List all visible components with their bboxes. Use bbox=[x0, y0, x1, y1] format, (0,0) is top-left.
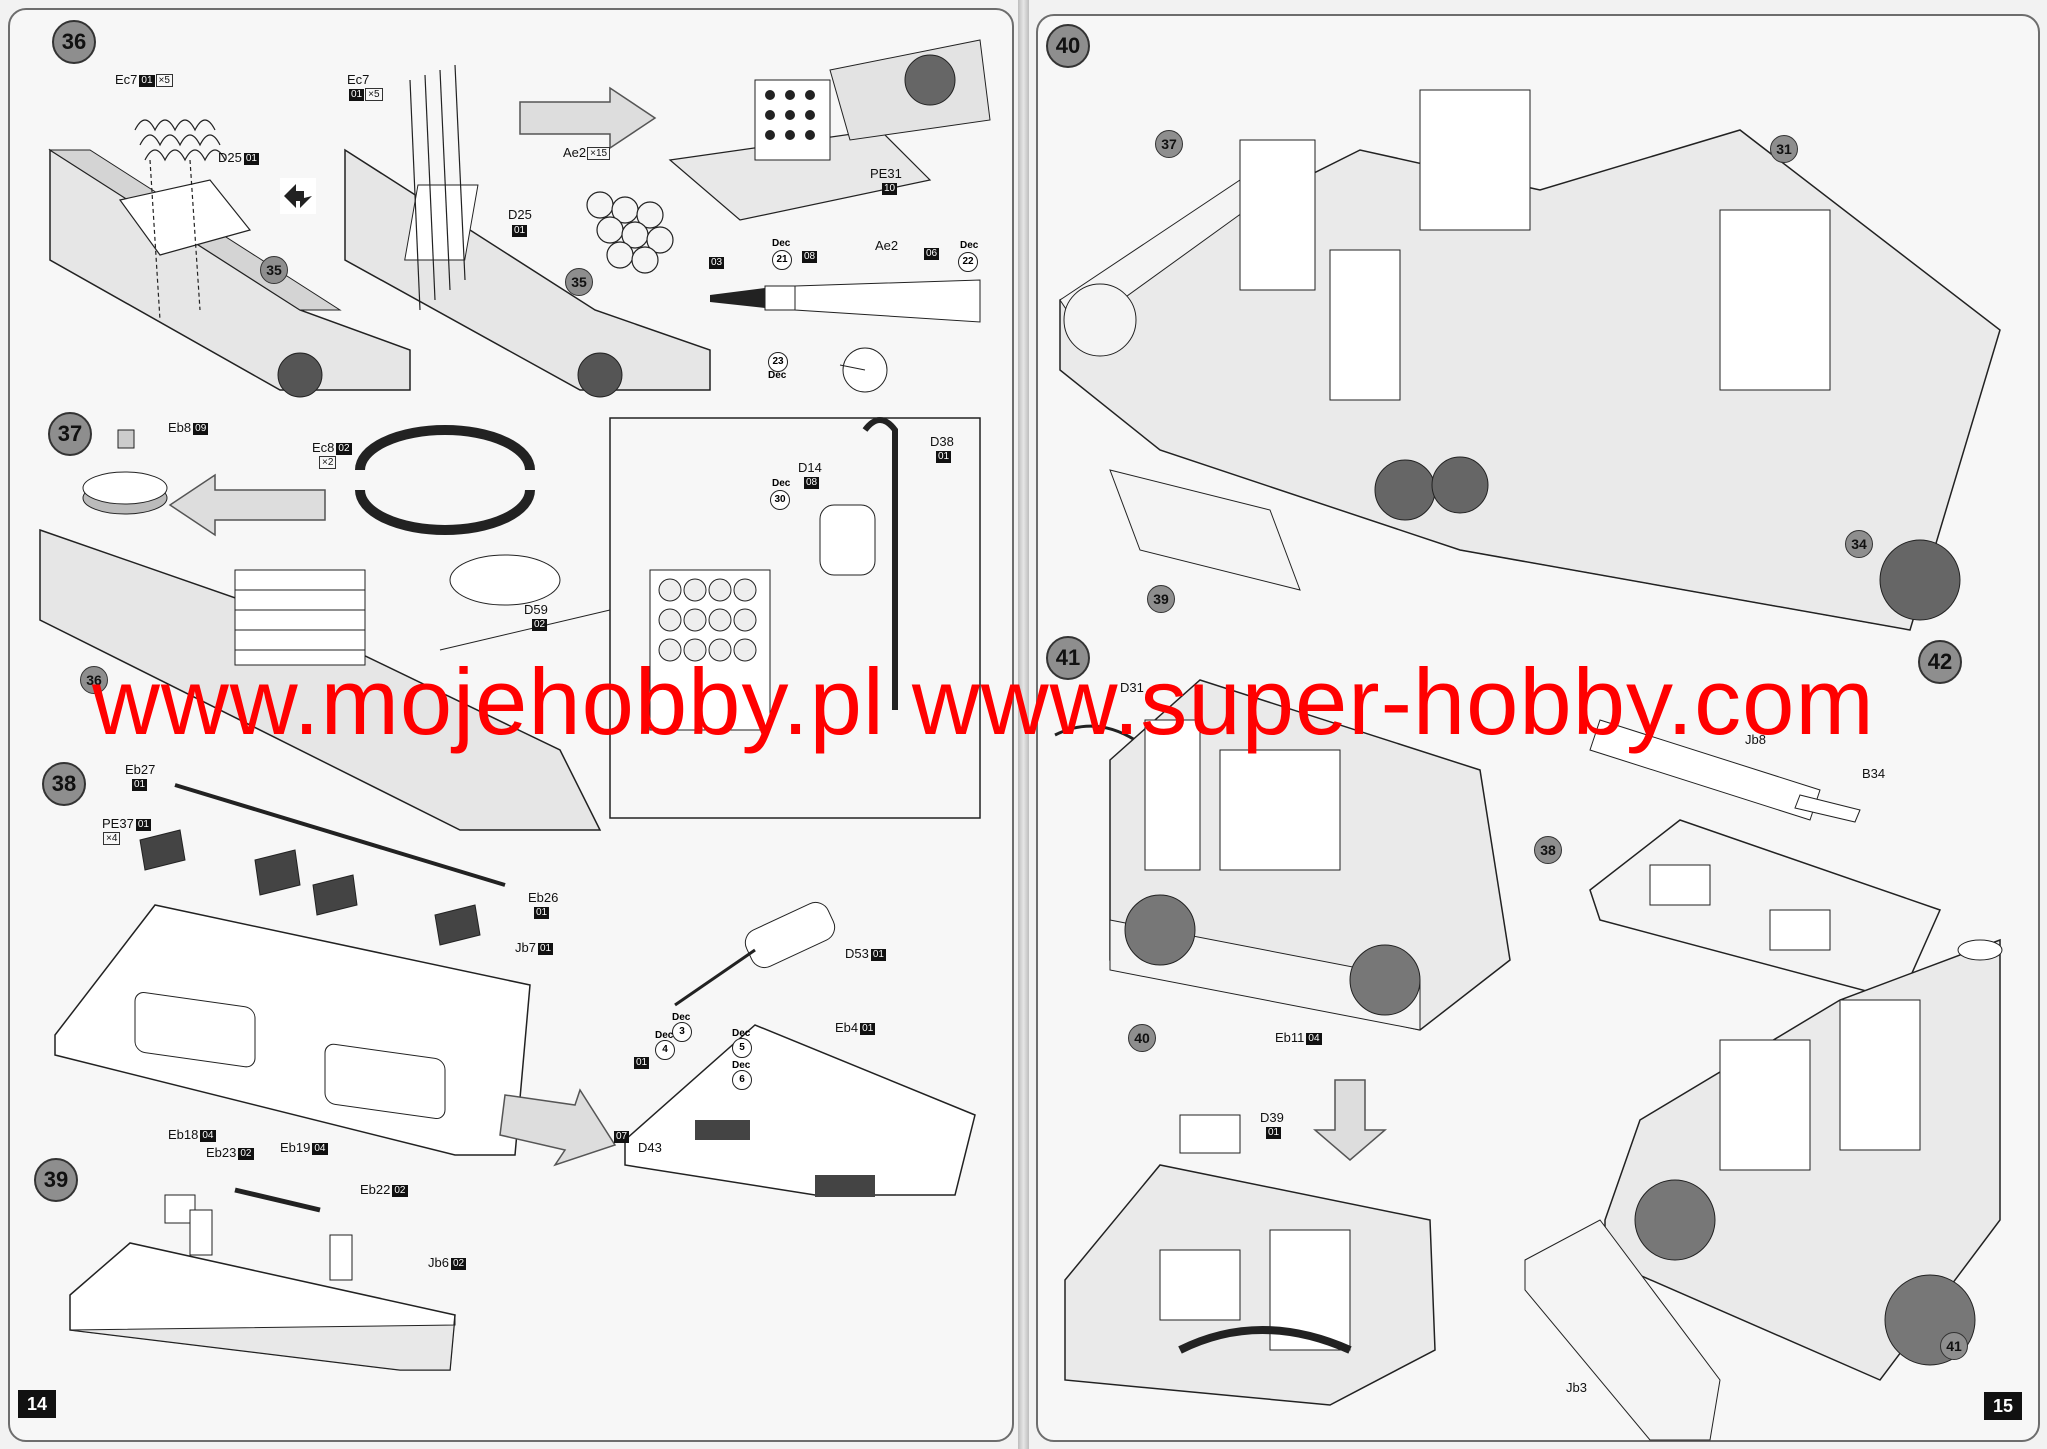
callout-31: 31 bbox=[1770, 135, 1798, 163]
part-eb27-sprue: 01 bbox=[132, 778, 148, 791]
step-40-illustration bbox=[1059, 89, 2001, 631]
part-jb3-label: Jb3 bbox=[1566, 1380, 1587, 1395]
step-39-illustration bbox=[69, 1187, 456, 1371]
part-jb8-label: Jb8 bbox=[1745, 732, 1766, 747]
step-42-illustration bbox=[1524, 719, 2003, 1441]
paint-07: 07 bbox=[614, 1130, 630, 1143]
decal-21: 21 bbox=[772, 250, 792, 270]
part-d59-label: D59 bbox=[524, 602, 548, 617]
paint-01: 01 bbox=[634, 1056, 650, 1069]
decal-3: 3 bbox=[672, 1022, 692, 1042]
callout-40: 40 bbox=[1128, 1024, 1156, 1052]
page-number-right: 15 bbox=[1984, 1392, 2022, 1420]
step-39-badge: 39 bbox=[34, 1158, 78, 1202]
decal-label-4: Dec bbox=[655, 1030, 674, 1041]
step-37-illustration bbox=[39, 417, 981, 831]
step-40-badge: 40 bbox=[1046, 24, 1090, 68]
part-d25-label-b: D25 bbox=[508, 207, 532, 222]
part-eb27-label: Eb27 bbox=[125, 762, 156, 777]
part-d39-label: D39 bbox=[1260, 1110, 1284, 1125]
callout-38: 38 bbox=[1534, 836, 1562, 864]
decal-30: 30 bbox=[770, 490, 790, 510]
decal-4: 4 bbox=[655, 1040, 675, 1060]
step-37-badge: 37 bbox=[48, 412, 92, 456]
callout-34: 34 bbox=[1845, 530, 1873, 558]
decal-label-5: Dec bbox=[732, 1028, 751, 1039]
callout-35-b: 35 bbox=[565, 268, 593, 296]
part-ae2-label-b: Ae2 bbox=[875, 238, 899, 253]
step-36-badge: 36 bbox=[52, 20, 96, 64]
callout-39: 39 bbox=[1147, 585, 1175, 613]
part-d38-sprue: 01 bbox=[936, 450, 952, 463]
decal-23: 23 bbox=[768, 352, 788, 372]
step-42-badge: 42 bbox=[1918, 640, 1962, 684]
part-d14-sprue: 08 bbox=[804, 476, 820, 489]
part-ae2-label-a: Ae2×15 bbox=[563, 145, 611, 161]
callout-35-a: 35 bbox=[260, 256, 288, 284]
step-38-badge: 38 bbox=[42, 762, 86, 806]
decal-label-22: Dec bbox=[960, 240, 979, 251]
watermark-text: www.mojehobby.pl www.super-hobby.com bbox=[92, 649, 1875, 754]
part-d59-sprue: 02 bbox=[532, 618, 548, 631]
part-ec8-qty: ×2 bbox=[318, 454, 337, 470]
step-41-badge: 41 bbox=[1046, 636, 1090, 680]
part-d25-sprue-b: 01 bbox=[512, 224, 528, 237]
part-pe31-label: PE31 bbox=[870, 166, 902, 181]
part-ec7-sprue-b: 01×5 bbox=[347, 86, 383, 102]
decal-label-21: Dec bbox=[772, 238, 791, 249]
decal-label-3: Dec bbox=[672, 1012, 691, 1023]
decal-5: 5 bbox=[732, 1038, 752, 1058]
part-eb26-sprue: 01 bbox=[534, 906, 550, 919]
callout-37: 37 bbox=[1155, 130, 1183, 158]
decal-label-6: Dec bbox=[732, 1060, 751, 1071]
page-number-left: 14 bbox=[18, 1390, 56, 1418]
paint-03: 03 bbox=[709, 256, 725, 269]
decal-label-23: Dec bbox=[768, 370, 787, 381]
paint-06: 06 bbox=[924, 247, 940, 260]
part-pe31-sprue: 10 bbox=[882, 182, 898, 195]
decal-22: 22 bbox=[958, 252, 978, 272]
part-d14-label: D14 bbox=[798, 460, 822, 475]
part-eb26-label: Eb26 bbox=[528, 890, 559, 905]
callout-36: 36 bbox=[80, 666, 108, 694]
part-d31-label: D31 bbox=[1120, 680, 1144, 695]
part-d43-label: D43 bbox=[638, 1140, 662, 1155]
part-ec7-label-b: Ec7 bbox=[347, 72, 370, 87]
decal-label-30: Dec bbox=[772, 478, 791, 489]
step-41-illustration bbox=[1054, 679, 1511, 1406]
part-b34-label: B34 bbox=[1862, 766, 1886, 781]
step-36-illustration bbox=[48, 39, 991, 398]
decal-6: 6 bbox=[732, 1070, 752, 1090]
callout-41: 41 bbox=[1940, 1332, 1968, 1360]
book-gutter bbox=[1018, 0, 1029, 1449]
part-pe37-qty: ×4 bbox=[102, 830, 121, 846]
part-d39-sprue: 01 bbox=[1266, 1126, 1282, 1139]
part-d38-label: D38 bbox=[930, 434, 954, 449]
step-38-illustration bbox=[54, 783, 976, 1197]
paint-08: 08 bbox=[802, 250, 818, 263]
